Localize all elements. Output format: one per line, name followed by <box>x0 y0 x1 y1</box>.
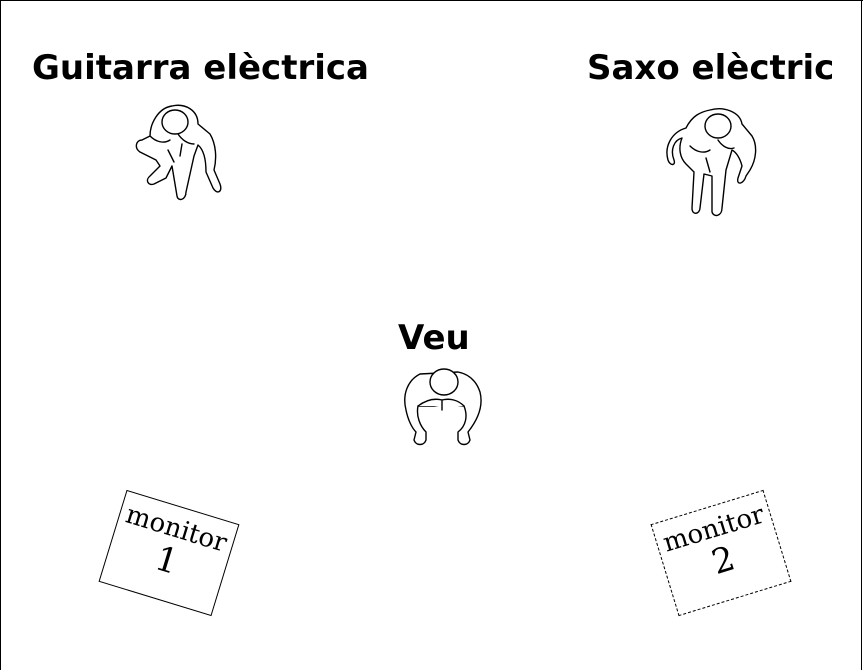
sax-label: Saxo elèctric <box>587 48 835 88</box>
monitor-2-wedge: monitor 2 <box>650 489 792 617</box>
guitarist-figure <box>120 100 230 208</box>
guitarist-figure-drawing <box>135 104 222 201</box>
guitar-label: Guitarra elèctrica <box>32 48 369 88</box>
frame-right-line <box>861 0 862 670</box>
singer-figure <box>398 360 490 450</box>
voice-label: Veu <box>398 318 470 358</box>
saxophonist-figure <box>660 104 760 222</box>
monitor-1-wedge: monitor 1 <box>98 489 240 617</box>
frame-top-line <box>0 0 863 1</box>
saxophonist-figure-drawing <box>666 108 757 217</box>
frame-left-line <box>0 0 1 670</box>
singer-figure-drawing <box>404 368 482 446</box>
